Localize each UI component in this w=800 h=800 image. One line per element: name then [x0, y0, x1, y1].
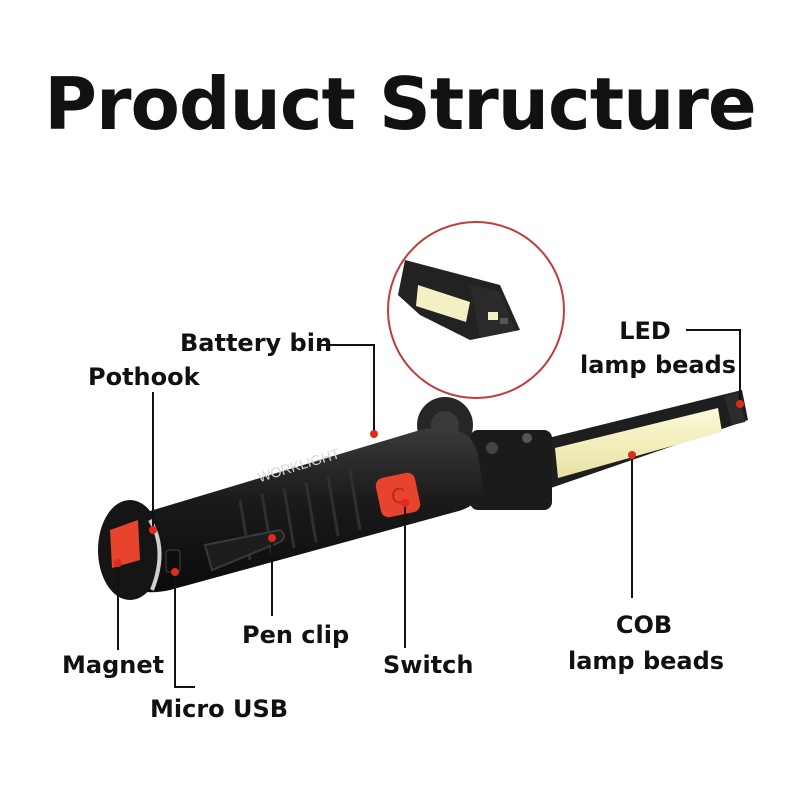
worklight-body: C WORKLIGHT	[98, 390, 748, 600]
label-switch: Switch	[383, 651, 474, 679]
label-micro-usb: Micro USB	[150, 695, 289, 723]
label-cob-line1: COB	[615, 611, 673, 639]
cob-strip	[555, 408, 722, 478]
inset-zoom	[387, 221, 565, 399]
label-pothook: Pothook	[88, 363, 200, 391]
leader-lines	[117, 329, 741, 688]
label-pen-clip: Pen clip	[242, 621, 350, 649]
label-battery-bin: Battery bin	[180, 329, 333, 357]
label-cob-line2: lamp beads	[568, 647, 725, 675]
marker-dots	[114, 400, 744, 576]
label-led-line1: LED	[619, 317, 671, 345]
label-magnet: Magnet	[62, 651, 165, 679]
page-title: Product Structure	[44, 62, 756, 146]
label-led-line2: lamp beads	[580, 351, 737, 379]
